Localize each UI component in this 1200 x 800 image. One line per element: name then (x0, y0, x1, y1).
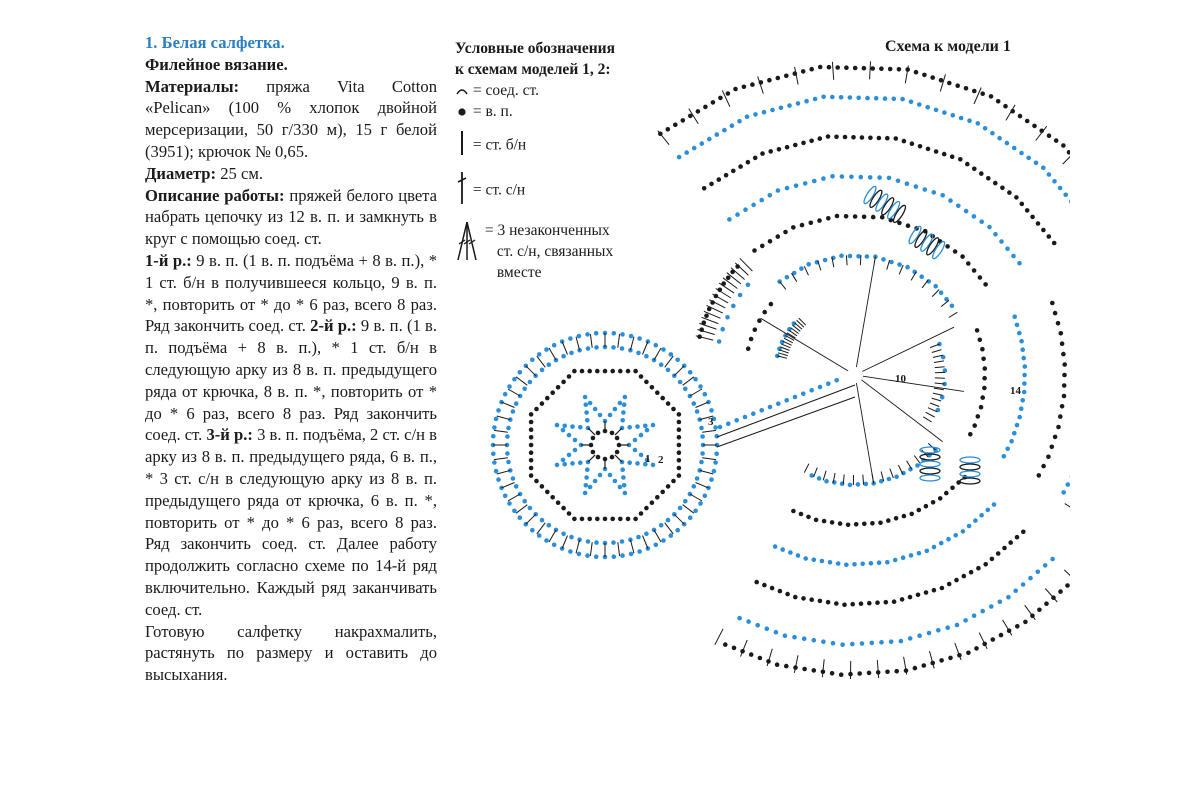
crochet-diagram: 1 2 3 10 14 (490, 30, 1070, 700)
single-crochet-icon (455, 130, 469, 162)
description-label: Описание работы: (145, 186, 285, 205)
slip-stitch-icon (455, 81, 469, 102)
row-number-2: 2 (658, 454, 664, 466)
diagram-marks (491, 61, 1070, 679)
instructions-column: 1. Белая салфетка. Филейное вязание. Мат… (145, 32, 437, 686)
article-title: 1. Белая салфетка. (145, 32, 437, 54)
article-subtitle: Филейное вязание. (145, 54, 437, 76)
row-number-10: 10 (895, 373, 907, 385)
chain-stitch-icon (455, 102, 469, 123)
row2-label: 2-й р.: (310, 316, 357, 335)
row-number-3: 3 (708, 416, 714, 428)
double-crochet-icon (455, 171, 469, 211)
three-dc-together-icon (455, 220, 479, 268)
diameter-label: Диаметр: (145, 164, 216, 183)
row-number-14: 14 (1010, 385, 1022, 397)
rows-paragraph: 1-й р.: 9 в. п. (1 в. п. подъёма + 8 в. … (145, 250, 437, 621)
description-paragraph: Описание работы: пряжей белого цвета наб… (145, 185, 437, 250)
diameter-text: 25 см. (216, 164, 263, 183)
materials-paragraph: Материалы: пряжа Vita Cotton «Pelican» (… (145, 76, 437, 163)
materials-label: Материалы: (145, 77, 239, 96)
row3-label: 3-й р.: (206, 425, 252, 444)
finish-paragraph: Готовую салфетку накрахмалить, растянуть… (145, 621, 437, 686)
row1-label: 1-й р.: (145, 251, 192, 270)
diameter-paragraph: Диаметр: 25 см. (145, 163, 437, 185)
row3-text: 3 в. п. подъёма, 2 ст. с/н в арку из 8 в… (145, 425, 437, 618)
row-number-1: 1 (645, 453, 651, 465)
